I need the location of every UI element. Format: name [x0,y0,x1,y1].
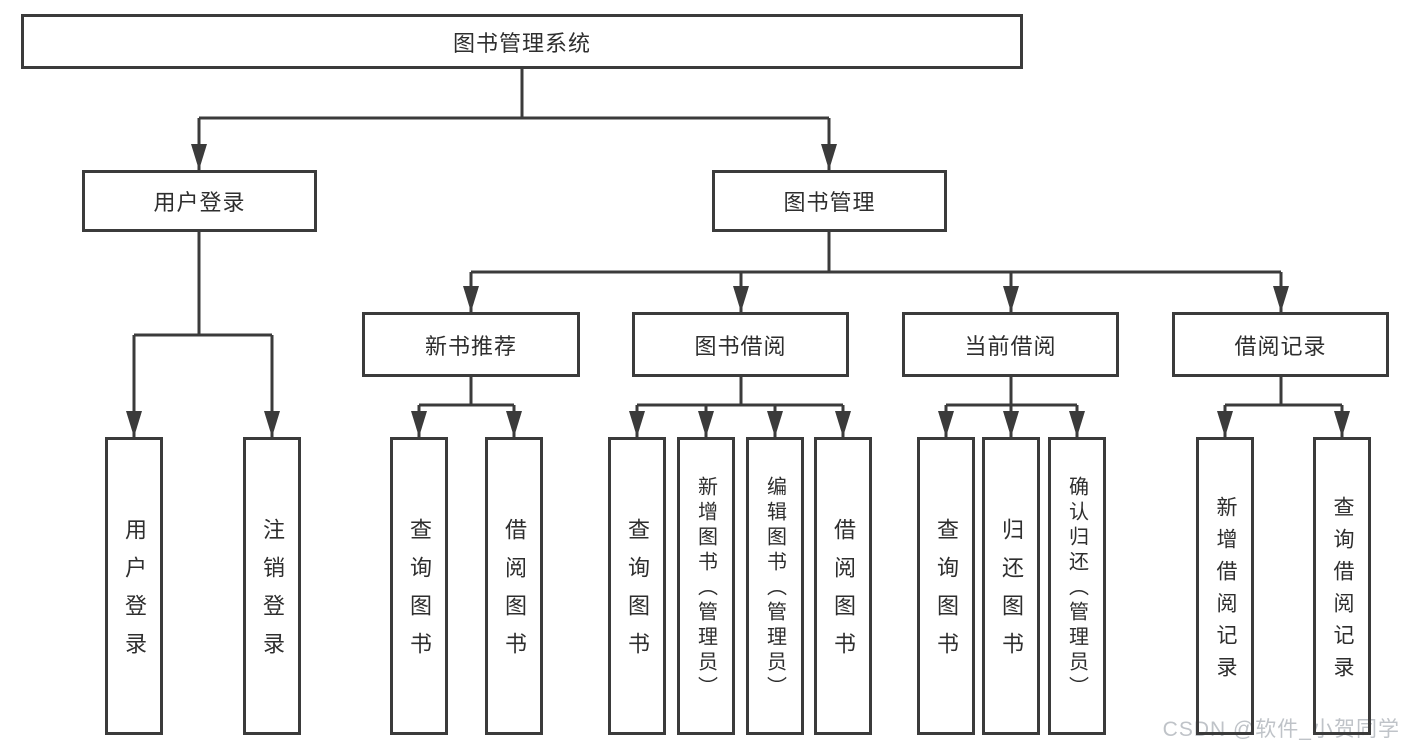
node-label: 确认归还（管理员） [1065,476,1088,701]
node-label: 借阅记录 [1234,333,1327,359]
node-label: 借阅图书 [831,518,856,670]
node-label: 图书管理系统 [452,30,591,56]
node-label: 查询图书 [625,518,650,670]
node-query-books-current: 查询图书 [917,437,975,735]
arrowhead [126,411,142,437]
arrowhead [463,286,479,312]
node-label: 注销登录 [260,518,285,670]
node-logout: 注销登录 [243,437,301,735]
node-current-borrowing: 当前借阅 [902,312,1119,377]
node-book-borrowing: 图书借阅 [632,312,849,377]
arrowhead [938,411,954,437]
node-new-book-recommend: 新书推荐 [362,312,580,377]
node-add-books-admin: 新增图书（管理员） [677,437,735,735]
arrowhead [191,144,207,170]
node-return-books: 归还图书 [982,437,1040,735]
node-label: 图书管理 [783,190,876,215]
node-user-login: 用户登录 [82,170,317,232]
node-library-management-system: 图书管理系统 [21,14,1023,69]
node-label: 查询图书 [934,518,959,670]
arrowhead [1334,411,1350,437]
node-query-books-recommend: 查询图书 [390,437,448,735]
connector-path [132,69,1344,437]
node-borrow-records: 借阅记录 [1172,312,1389,377]
watermark-text: CSDN @软件_小贺同学 [1162,718,1400,741]
arrowhead [835,411,851,437]
arrowhead [1003,411,1019,437]
node-label: 编辑图书（管理员） [763,476,786,701]
node-borrow-books-recommend: 借阅图书 [485,437,543,735]
arrowhead [264,411,280,437]
node-label: 用户登录 [153,190,246,215]
arrowhead [1217,411,1233,437]
arrowhead [1069,411,1085,437]
node-label: 当前借阅 [964,333,1057,359]
arrowhead [698,411,714,437]
node-label: 新书推荐 [424,333,517,359]
arrowhead [821,144,837,170]
arrowhead [411,411,427,437]
arrowhead [506,411,522,437]
arrowhead [733,286,749,312]
node-label: 用户登录 [122,518,147,670]
node-query-books-borrowing: 查询图书 [608,437,666,735]
node-label: 借阅图书 [502,518,527,670]
node-label: 查询图书 [407,518,432,670]
node-label: 查询借阅记录 [1331,495,1354,688]
node-add-borrow-record: 新增借阅记录 [1196,437,1254,735]
node-label: 图书借阅 [694,333,787,359]
node-query-borrow-record: 查询借阅记录 [1313,437,1371,735]
arrowhead [767,411,783,437]
node-confirm-return-admin: 确认归还（管理员） [1048,437,1106,735]
node-label: 新增借阅记录 [1214,495,1237,688]
node-user-login-leaf: 用户登录 [105,437,163,735]
arrowhead [629,411,645,437]
node-book-management: 图书管理 [712,170,947,232]
arrowhead [1003,286,1019,312]
arrowhead [1273,286,1289,312]
node-label: 新增图书（管理员） [694,476,717,701]
node-label: 归还图书 [999,518,1024,670]
node-edit-books-admin: 编辑图书（管理员） [746,437,804,735]
node-borrow-books-leaf: 借阅图书 [814,437,872,735]
